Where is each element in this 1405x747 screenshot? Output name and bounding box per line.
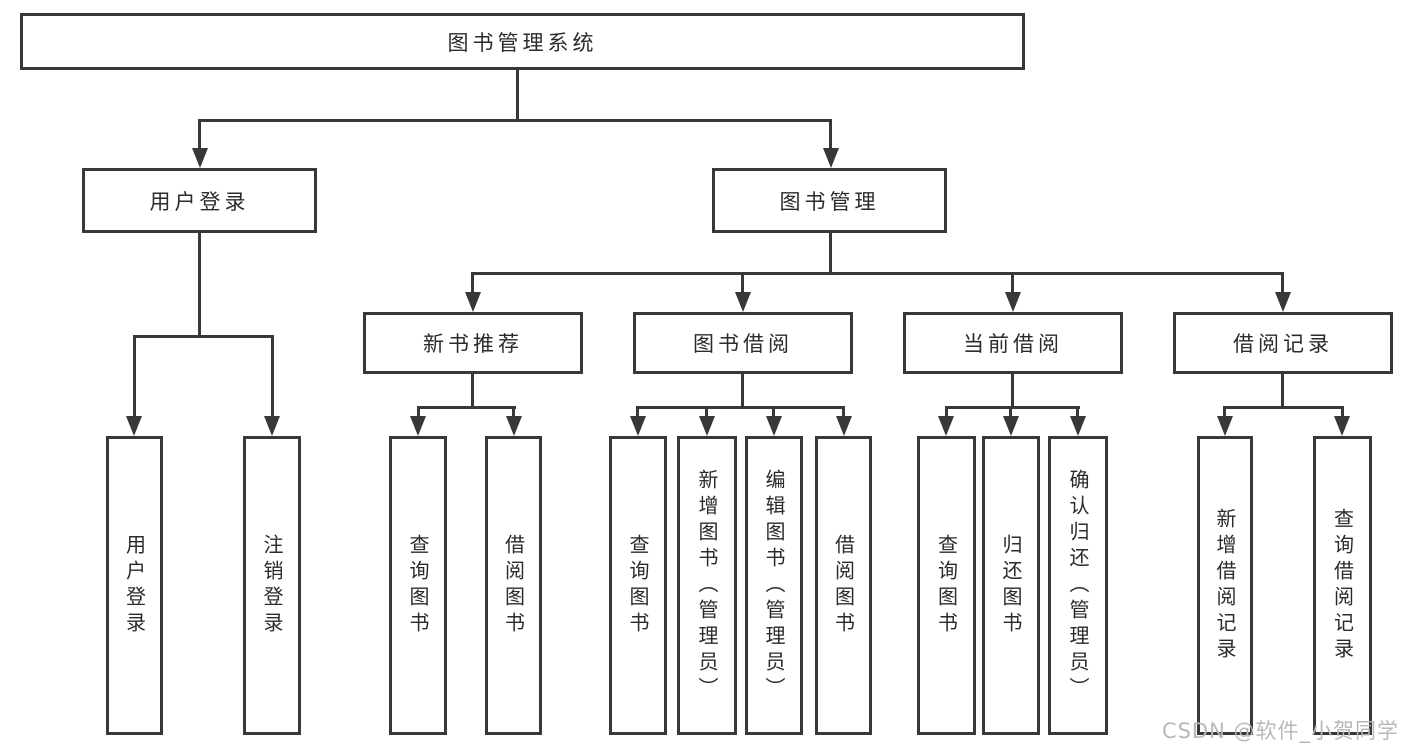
leaf-label: 归还图书 bbox=[999, 533, 1023, 638]
node-label: 用户登录 bbox=[149, 189, 250, 214]
node-book-borrowing: 图书借阅 bbox=[633, 312, 853, 374]
connector-drop bbox=[198, 119, 201, 151]
arrowhead-down-icon bbox=[1275, 292, 1291, 312]
arrowhead-down-icon bbox=[192, 148, 208, 168]
leaf-user-login: 用户登录 bbox=[106, 436, 163, 735]
connector-drop bbox=[512, 406, 515, 418]
leaf-label: 用户登录 bbox=[122, 533, 147, 638]
connector-level2-rail bbox=[198, 119, 832, 122]
connector-drop bbox=[705, 406, 708, 418]
node-label: 图书管理 bbox=[779, 189, 880, 214]
connector-drop bbox=[1341, 406, 1344, 418]
connector-drop bbox=[417, 406, 420, 418]
connector-leaf-rail bbox=[417, 406, 516, 409]
leaf-label: 编辑图书（管理员） bbox=[762, 468, 786, 703]
arrowhead-down-icon bbox=[126, 416, 142, 436]
leaf-label: 新增借阅记录 bbox=[1213, 507, 1237, 664]
connector-drop bbox=[471, 272, 474, 294]
leaf-label: 查询图书 bbox=[934, 533, 959, 638]
leaf-add-books-admin: 新增图书（管理员） bbox=[677, 436, 737, 735]
leaf-query-books-recommend: 查询图书 bbox=[389, 436, 447, 735]
leaf-logout: 注销登录 bbox=[243, 436, 301, 735]
arrowhead-down-icon bbox=[1217, 416, 1233, 436]
arrowhead-down-icon bbox=[1003, 416, 1019, 436]
connector-section-stem bbox=[471, 374, 474, 406]
arrowhead-down-icon bbox=[506, 416, 522, 436]
arrowhead-down-icon bbox=[1005, 292, 1021, 312]
leaf-label: 查询图书 bbox=[406, 533, 430, 638]
arrowhead-down-icon bbox=[766, 416, 782, 436]
node-label: 图书借阅 bbox=[693, 332, 793, 356]
arrowhead-down-icon bbox=[1070, 416, 1086, 436]
leaf-edit-books-admin: 编辑图书（管理员） bbox=[745, 436, 803, 735]
node-borrowing-records: 借阅记录 bbox=[1173, 312, 1393, 374]
connector-section-stem bbox=[1281, 374, 1284, 406]
connector-leaf-rail bbox=[945, 406, 1080, 409]
connector-root-stem bbox=[516, 69, 519, 119]
connector-drop bbox=[842, 406, 845, 418]
arrowhead-down-icon bbox=[630, 416, 646, 436]
leaf-add-borrow-record: 新增借阅记录 bbox=[1197, 436, 1253, 735]
leaf-label: 借阅图书 bbox=[501, 533, 526, 638]
connector-drop bbox=[1009, 406, 1012, 418]
connector-leaf-rail bbox=[636, 406, 845, 409]
node-current-borrowing: 当前借阅 bbox=[903, 312, 1123, 374]
connector-drop bbox=[829, 119, 832, 151]
connector-level3-rail bbox=[471, 272, 1284, 275]
connector-drop bbox=[772, 406, 775, 418]
arrowhead-down-icon bbox=[735, 292, 751, 312]
arrowhead-down-icon bbox=[1334, 416, 1350, 436]
connector-drop bbox=[636, 406, 639, 418]
connector-drop bbox=[741, 272, 744, 294]
connector-drop bbox=[1281, 272, 1284, 294]
arrowhead-down-icon bbox=[264, 416, 280, 436]
arrowhead-down-icon bbox=[699, 416, 715, 436]
leaf-label: 新增图书（管理员） bbox=[695, 468, 719, 703]
connector-drop bbox=[1011, 272, 1014, 294]
leaf-label: 查询图书 bbox=[626, 533, 650, 638]
arrowhead-down-icon bbox=[465, 292, 481, 312]
leaf-label: 确认归还（管理员） bbox=[1066, 468, 1090, 703]
node-library-management-system: 图书管理系统 bbox=[20, 13, 1025, 70]
node-user-login: 用户登录 bbox=[82, 168, 317, 233]
node-label: 图书管理系统 bbox=[447, 30, 598, 55]
connector-bookmgmt-stem bbox=[829, 233, 832, 272]
connector-section-stem bbox=[1011, 374, 1014, 406]
connector-drop bbox=[945, 406, 948, 418]
node-book-management: 图书管理 bbox=[712, 168, 947, 233]
leaf-query-books-borrowing: 查询图书 bbox=[609, 436, 667, 735]
leaf-label: 查询借阅记录 bbox=[1330, 507, 1355, 664]
leaf-label: 借阅图书 bbox=[831, 533, 856, 638]
leaf-borrow-books-recommend: 借阅图书 bbox=[485, 436, 542, 735]
arrowhead-down-icon bbox=[836, 416, 852, 436]
connector-leaf-rail bbox=[1223, 406, 1344, 409]
leaf-confirm-return-admin: 确认归还（管理员） bbox=[1048, 436, 1108, 735]
connector-drop bbox=[271, 335, 274, 418]
connector-section-stem bbox=[741, 374, 744, 406]
leaf-query-books-current: 查询图书 bbox=[917, 436, 976, 735]
csdn-watermark: CSDN @软件_小贺同学 bbox=[1161, 719, 1399, 743]
node-new-book-recommendation: 新书推荐 bbox=[363, 312, 583, 374]
arrowhead-down-icon bbox=[823, 148, 839, 168]
connector-userlogin-stem bbox=[198, 233, 201, 335]
arrowhead-down-icon bbox=[410, 416, 426, 436]
leaf-borrow-books-borrowing: 借阅图书 bbox=[815, 436, 872, 735]
leaf-label: 注销登录 bbox=[260, 533, 284, 638]
leaf-return-books: 归还图书 bbox=[982, 436, 1040, 735]
leaf-query-borrow-record: 查询借阅记录 bbox=[1313, 436, 1372, 735]
node-label: 当前借阅 bbox=[963, 332, 1063, 356]
arrowhead-down-icon bbox=[938, 416, 954, 436]
connector-drop bbox=[133, 335, 136, 418]
connector-userlogin-rail bbox=[133, 335, 274, 338]
node-label: 新书推荐 bbox=[423, 332, 523, 356]
connector-drop bbox=[1223, 406, 1226, 418]
connector-drop bbox=[1076, 406, 1079, 418]
node-label: 借阅记录 bbox=[1233, 332, 1333, 356]
